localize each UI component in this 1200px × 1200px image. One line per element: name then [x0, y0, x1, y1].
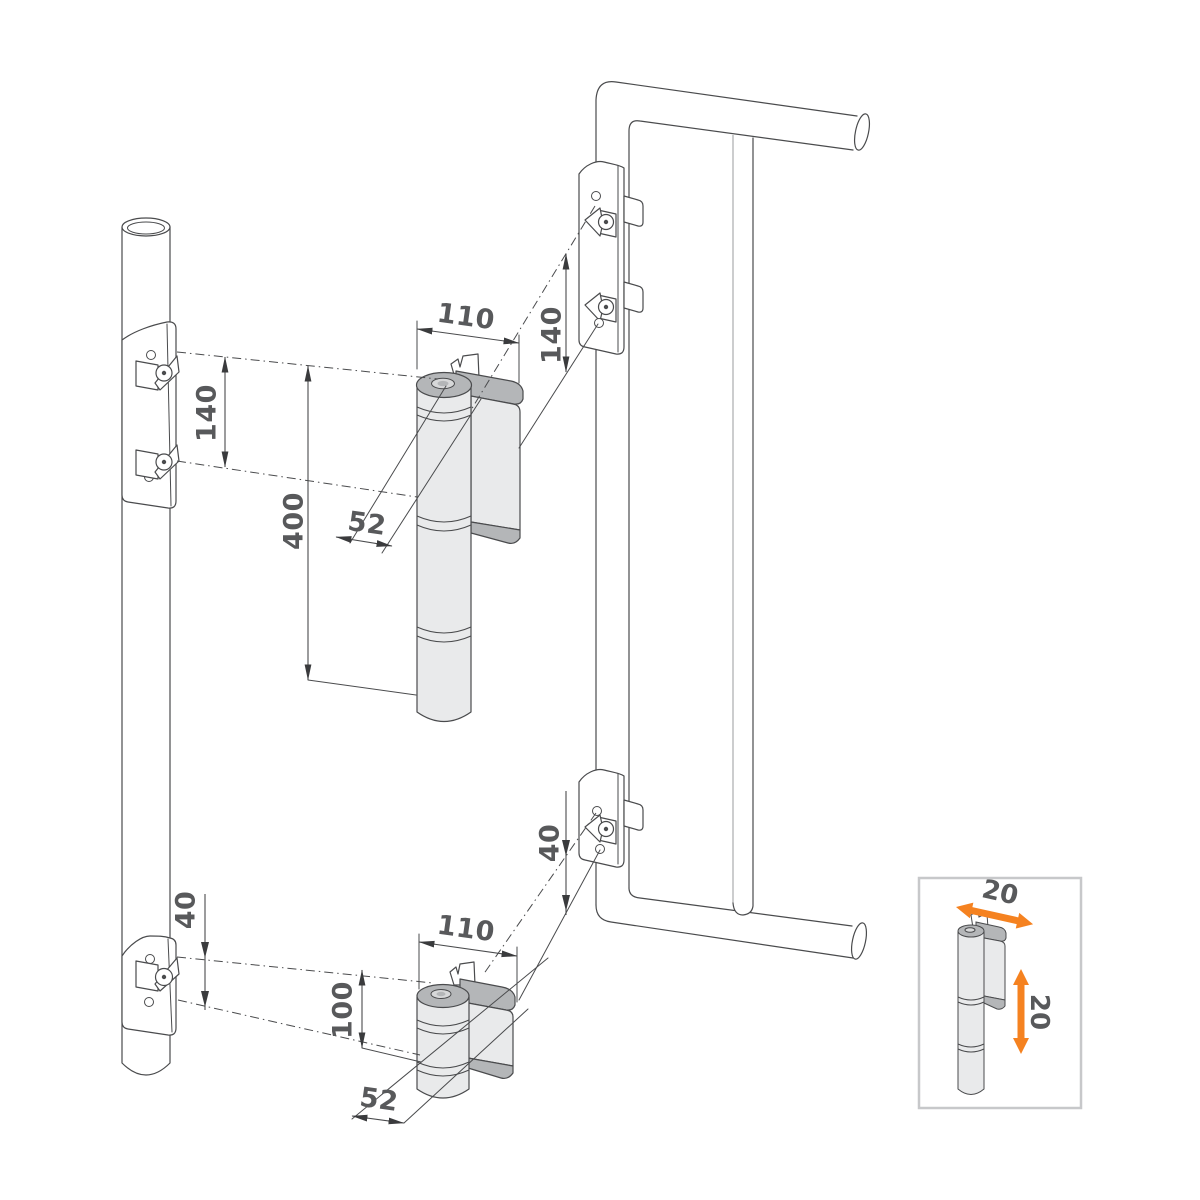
leader-line — [307, 679, 417, 696]
adjustment-inset: 20 20 — [917, 874, 1083, 1110]
horizontal-adjustment-arrow-icon — [956, 902, 1034, 929]
screw-hole — [146, 350, 156, 360]
post-bracket-upper — [121, 321, 180, 509]
inset-mini-hinge — [957, 910, 1007, 1095]
screw-hole — [594, 318, 604, 328]
gate-bottom-rail-end — [850, 922, 868, 960]
leader-line — [482, 812, 597, 976]
dim-label-lower-hinge-depth: 52 — [358, 1082, 401, 1118]
leader-line — [176, 956, 434, 984]
gate-inner-edge — [628, 120, 854, 889]
gate-bottom-rail-bottom — [595, 904, 854, 959]
vertical-adjustment-arrow-icon — [1013, 969, 1029, 1054]
bracket-tab — [623, 195, 644, 227]
post-top-rim — [121, 217, 171, 237]
dimension-line-upper-width — [416, 327, 520, 345]
leader-line — [518, 849, 601, 1001]
dimension-line-upper-depth — [335, 536, 393, 547]
leader-line — [361, 1047, 422, 1063]
screw-hole — [145, 954, 155, 964]
dimension-line-lower-depth — [351, 1114, 405, 1125]
extension-line — [351, 957, 549, 1120]
post-bracket-lower — [121, 935, 180, 1036]
post-top-rim-inner — [127, 221, 165, 235]
leader-line — [470, 205, 596, 411]
dim-label-lower-hinge-width: 110 — [435, 910, 497, 949]
gate-bottom-rail-top — [628, 887, 853, 927]
hinge-back-plate — [467, 1002, 514, 1067]
dim-label-lower-hinge-body-height: 100 — [328, 981, 359, 1039]
leader-line — [177, 999, 421, 1056]
dimension-line-lower-width — [418, 940, 518, 958]
dim-label-upper-hinge-depth: 52 — [346, 506, 389, 542]
screw-hole — [592, 806, 602, 816]
dim-label-lower-gate-offset: 40 — [535, 824, 566, 863]
gate-frame — [578, 81, 871, 960]
hinge-upper — [415, 353, 524, 723]
gate-outer-edge — [595, 81, 858, 906]
hinge-back-plate-bottom — [470, 521, 521, 545]
dim-label-upper-post-hole-spacing: 140 — [192, 384, 223, 442]
gate-bracket-lower — [578, 768, 644, 868]
dim-label-hinge-vertical-spacing: 400 — [279, 492, 310, 550]
gate-top-rail-end — [853, 113, 871, 151]
post — [121, 217, 180, 1076]
bracket-tab — [623, 281, 644, 313]
hinge-back-plate-bottom — [983, 995, 1006, 1010]
hinge-cylinder — [957, 931, 985, 1095]
hinge-adjustment-lug — [449, 961, 476, 986]
hinge-back-plate-bottom — [467, 1057, 514, 1080]
extension-line — [403, 1008, 529, 1124]
gate-bracket-upper — [578, 160, 644, 355]
extension-line — [381, 398, 482, 554]
hinge-lower — [416, 961, 516, 1099]
hinge-cylinder — [416, 996, 470, 1099]
screw-hole — [591, 191, 601, 201]
gate-middle-bar — [733, 135, 753, 915]
bracket-tab — [623, 799, 644, 831]
screw-hole — [144, 997, 154, 1007]
hinge-cylinder — [416, 385, 472, 723]
dim-label-upper-hinge-width: 110 — [435, 298, 497, 337]
hinge-pivot — [964, 927, 976, 933]
dim-label-lower-post-offset: 40 — [171, 891, 202, 930]
screw-hole — [595, 844, 605, 854]
leader-line — [518, 323, 599, 449]
hinge-back-plate — [983, 937, 1006, 1001]
leader-line — [176, 460, 418, 498]
inset-vertical-adjustment-label: 20 — [1024, 994, 1054, 1030]
dim-label-upper-gate-hole-spacing: 140 — [537, 306, 568, 364]
hinge-back-plate — [470, 395, 521, 531]
annotations: 110 140 140 400 52 40 110 100 52 40 — [171, 205, 601, 1125]
extension-line — [349, 385, 447, 544]
